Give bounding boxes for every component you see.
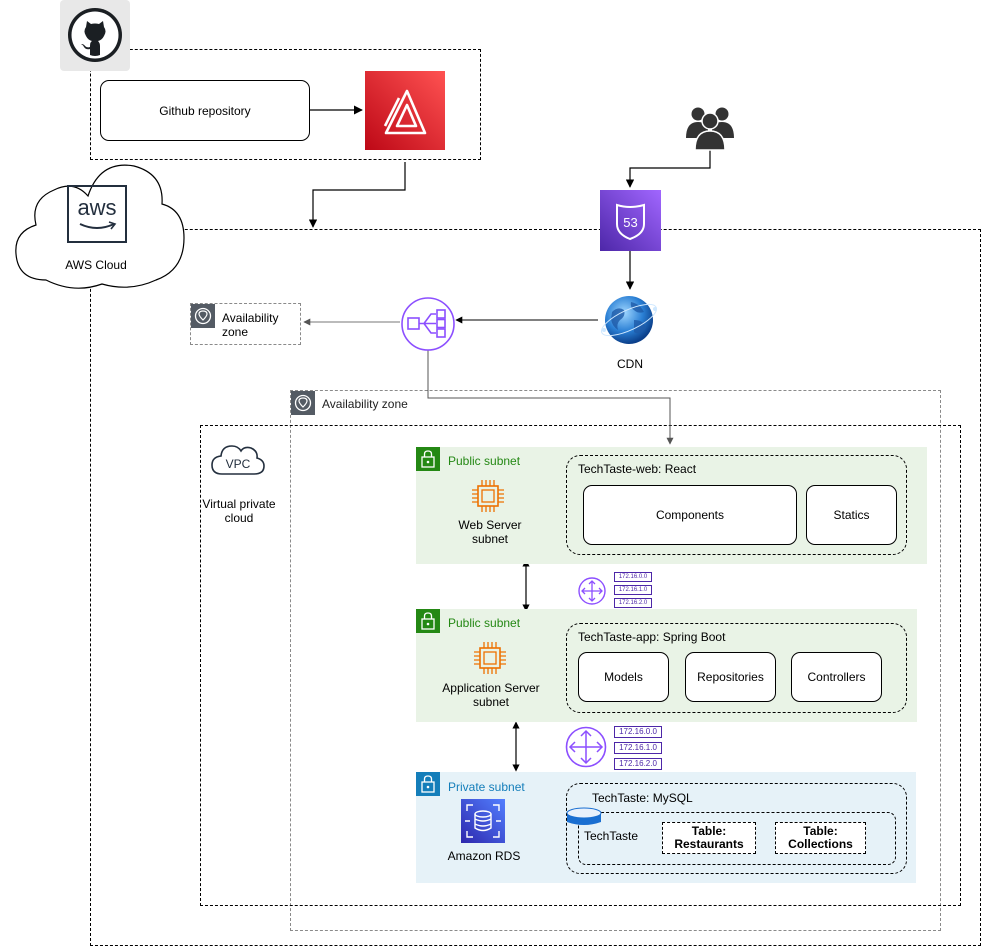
router-icon bbox=[565, 726, 607, 768]
ec2-chip-icon bbox=[472, 640, 508, 676]
techtaste-app-title: TechTaste-app: Spring Boot bbox=[578, 630, 726, 644]
components-label: Components bbox=[655, 508, 725, 522]
statics-label: Statics bbox=[833, 508, 870, 522]
vpc-icon-text: VPC bbox=[226, 457, 251, 471]
github-repository-label: Github repository bbox=[159, 103, 251, 118]
location-pin-icon bbox=[191, 304, 215, 328]
availability-zone-small: Availability zone bbox=[190, 303, 301, 345]
availability-zone-main-label: Availability zone bbox=[322, 397, 408, 411]
techtaste-schema-box bbox=[578, 812, 896, 865]
route53-badge: 53 bbox=[623, 215, 637, 230]
route-table-lower: 172.16.0.0 172.16.1.0 172.16.2.0 bbox=[614, 726, 662, 770]
techtaste-app-group bbox=[566, 623, 907, 713]
location-pin-icon bbox=[291, 391, 315, 415]
controllers-label: Controllers bbox=[807, 670, 866, 684]
components-box[interactable]: Components bbox=[583, 485, 797, 545]
web-subnet-label: Public subnet bbox=[448, 454, 521, 468]
app-server-label: Application Server subnet bbox=[442, 681, 540, 709]
aws-cloud-icon: aws AWS Cloud bbox=[12, 152, 187, 295]
techtaste-db-title: TechTaste: MySQL bbox=[592, 791, 693, 805]
models-label: Models bbox=[604, 670, 643, 684]
techtaste-schema-label: TechTaste bbox=[584, 829, 639, 843]
lock-icon bbox=[416, 447, 440, 471]
techtaste-web-title: TechTaste-web: React bbox=[578, 462, 697, 476]
techtaste-db-group bbox=[566, 783, 907, 874]
github-icon bbox=[60, 0, 130, 71]
vpc-cloud-icon: VPC bbox=[210, 440, 266, 478]
cdn-label: CDN bbox=[617, 357, 643, 371]
route-entry: 172.16.0.0 bbox=[614, 726, 662, 738]
availability-zone-small-label: Availability zone bbox=[222, 311, 279, 339]
aws-cloud-label: AWS Cloud bbox=[65, 258, 127, 272]
table-collections-label: Table: Collections bbox=[788, 824, 853, 851]
route-entry: 172.16.1.0 bbox=[614, 742, 662, 754]
repositories-box[interactable]: Repositories bbox=[685, 652, 776, 702]
web-server-label: Web Server subnet bbox=[458, 518, 522, 546]
private-subnet-label: Private subnet bbox=[448, 780, 525, 794]
lock-icon bbox=[416, 772, 440, 796]
users-icon bbox=[684, 102, 736, 151]
app-subnet-label: Public subnet bbox=[448, 616, 521, 630]
route53-icon: 53 bbox=[600, 190, 661, 251]
route-entry: 172.16.1.0 bbox=[614, 585, 652, 595]
table-restaurants-label: Table: Restaurants bbox=[674, 824, 744, 851]
route-entry: 172.16.2.0 bbox=[614, 598, 652, 608]
aws-logo-text: aws bbox=[77, 195, 116, 220]
statics-box[interactable]: Statics bbox=[806, 485, 897, 545]
github-repository-box[interactable]: Github repository bbox=[100, 80, 310, 141]
vpc-label: Virtual private cloud bbox=[202, 497, 276, 525]
route-table-upper: 172.16.0.0 172.16.1.0 172.16.2.0 bbox=[614, 572, 652, 608]
techtaste-web-group bbox=[566, 455, 907, 555]
cdn-globe-icon bbox=[598, 290, 662, 350]
table-restaurants[interactable]: Table: Restaurants bbox=[662, 822, 756, 854]
github-deploy-group bbox=[90, 49, 481, 160]
availability-zone-main bbox=[290, 390, 941, 931]
arrow-users-to-route53 bbox=[625, 150, 711, 188]
database-icon bbox=[566, 807, 602, 829]
ec2-chip-icon bbox=[470, 478, 506, 514]
table-collections[interactable]: Table: Collections bbox=[775, 822, 866, 854]
vpc-boundary bbox=[200, 425, 961, 906]
route-entry: 172.16.2.0 bbox=[614, 758, 662, 770]
route-entry: 172.16.0.0 bbox=[614, 572, 652, 582]
arrow-amplify-to-cloud bbox=[308, 162, 406, 228]
rds-label: Amazon RDS bbox=[447, 849, 521, 863]
load-balancer-icon bbox=[400, 297, 456, 352]
amplify-icon bbox=[365, 71, 445, 150]
arrow-lb-to-web bbox=[427, 348, 674, 445]
lock-icon bbox=[416, 609, 440, 633]
rds-icon bbox=[461, 799, 505, 843]
controllers-box[interactable]: Controllers bbox=[791, 652, 882, 702]
models-box[interactable]: Models bbox=[578, 652, 669, 702]
router-icon bbox=[578, 577, 606, 605]
repositories-label: Repositories bbox=[697, 670, 764, 684]
